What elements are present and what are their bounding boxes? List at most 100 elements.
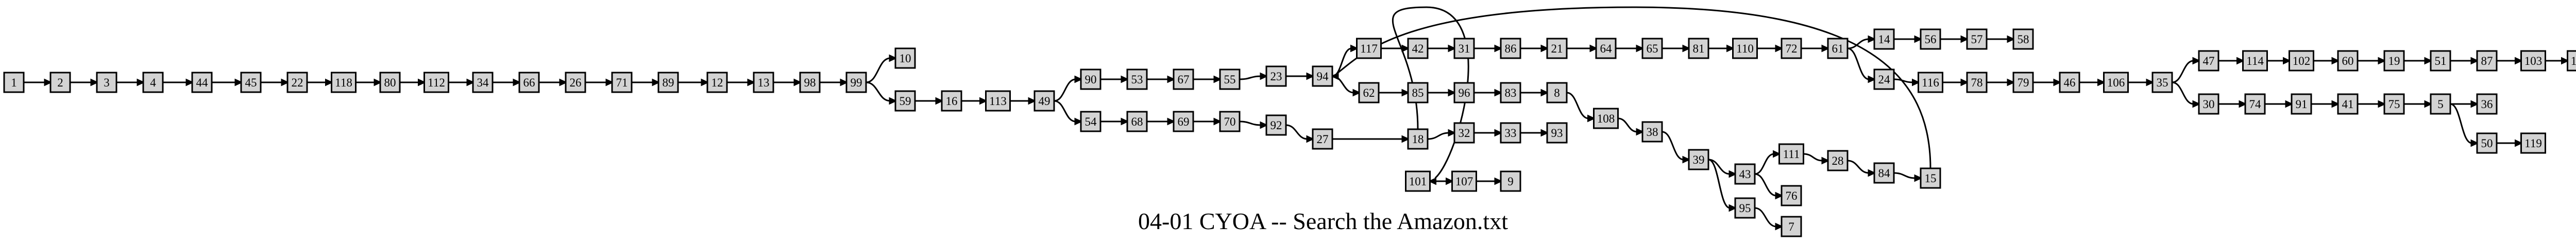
node-28[interactable]: 28	[1827, 150, 1849, 171]
node-30[interactable]: 30	[2198, 93, 2219, 115]
node-55[interactable]: 55	[1219, 68, 1241, 90]
node-10[interactable]: 10	[894, 47, 916, 69]
node-103[interactable]: 103	[2520, 50, 2546, 72]
node-21[interactable]: 21	[1546, 38, 1568, 59]
node-49[interactable]: 49	[1033, 90, 1055, 112]
node-27[interactable]: 27	[1312, 128, 1333, 150]
node-39[interactable]: 39	[1688, 149, 1709, 170]
node-41[interactable]: 41	[2337, 93, 2359, 115]
node-61[interactable]: 61	[1827, 38, 1849, 59]
node-74[interactable]: 74	[2244, 93, 2266, 115]
node-107[interactable]: 107	[1451, 170, 1477, 192]
node-113[interactable]: 113	[985, 90, 1011, 112]
node-51[interactable]: 51	[2430, 50, 2451, 72]
node-8[interactable]: 8	[1546, 82, 1568, 103]
node-59[interactable]: 59	[894, 90, 916, 112]
node-13[interactable]: 13	[753, 72, 774, 93]
node-114[interactable]: 114	[2242, 50, 2268, 72]
node-43[interactable]: 43	[1734, 163, 1756, 185]
node-104[interactable]: 104	[2567, 50, 2576, 72]
node-84[interactable]: 84	[1873, 162, 1895, 184]
node-118[interactable]: 118	[331, 72, 357, 93]
node-80[interactable]: 80	[379, 72, 401, 93]
node-79[interactable]: 79	[2012, 72, 2034, 93]
node-9[interactable]: 9	[1500, 170, 1521, 192]
node-75[interactable]: 75	[2383, 93, 2405, 115]
node-67[interactable]: 67	[1173, 68, 1194, 90]
node-36[interactable]: 36	[2476, 93, 2498, 115]
node-3[interactable]: 3	[96, 72, 117, 93]
node-15[interactable]: 15	[1920, 167, 1941, 189]
node-18[interactable]: 18	[1407, 128, 1429, 150]
node-14[interactable]: 14	[1873, 28, 1895, 50]
node-116[interactable]: 116	[1918, 72, 1943, 93]
node-5[interactable]: 5	[2430, 93, 2451, 115]
node-85[interactable]: 85	[1407, 82, 1429, 103]
node-91[interactable]: 91	[2291, 93, 2312, 115]
node-112[interactable]: 112	[423, 72, 449, 93]
node-94[interactable]: 94	[1312, 65, 1333, 87]
node-22[interactable]: 22	[286, 72, 308, 93]
node-4[interactable]: 4	[142, 72, 164, 93]
node-31[interactable]: 31	[1453, 38, 1475, 59]
node-50[interactable]: 50	[2476, 132, 2498, 154]
node-78[interactable]: 78	[1966, 72, 1988, 93]
node-33[interactable]: 33	[1500, 122, 1521, 144]
node-60[interactable]: 60	[2337, 50, 2359, 72]
node-57[interactable]: 57	[1966, 28, 1988, 50]
node-38[interactable]: 38	[1641, 121, 1663, 143]
node-35[interactable]: 35	[2151, 72, 2173, 93]
node-86[interactable]: 86	[1500, 38, 1521, 59]
node-90[interactable]: 90	[1080, 68, 1101, 90]
node-46[interactable]: 46	[2059, 72, 2080, 93]
node-69[interactable]: 69	[1173, 111, 1194, 132]
node-54[interactable]: 54	[1080, 111, 1101, 132]
node-110[interactable]: 110	[1732, 38, 1758, 59]
node-108[interactable]: 108	[1593, 108, 1619, 129]
node-12[interactable]: 12	[706, 72, 728, 93]
node-58[interactable]: 58	[2012, 28, 2034, 50]
node-65[interactable]: 65	[1641, 38, 1663, 59]
node-66[interactable]: 66	[518, 72, 540, 93]
node-62[interactable]: 62	[1358, 82, 1380, 103]
node-box	[3, 72, 25, 93]
node-23[interactable]: 23	[1265, 65, 1287, 87]
node-98[interactable]: 98	[799, 72, 821, 93]
node-47[interactable]: 47	[2198, 50, 2219, 72]
node-101[interactable]: 101	[1405, 170, 1431, 192]
node-99[interactable]: 99	[845, 72, 867, 93]
node-117[interactable]: 117	[1356, 38, 1382, 59]
node-53[interactable]: 53	[1126, 68, 1148, 90]
node-70[interactable]: 70	[1219, 111, 1241, 132]
node-32[interactable]: 32	[1453, 122, 1475, 144]
node-119[interactable]: 119	[2520, 132, 2546, 154]
node-24[interactable]: 24	[1873, 68, 1895, 90]
node-96[interactable]: 96	[1453, 82, 1475, 103]
node-26[interactable]: 26	[565, 72, 586, 93]
node-7[interactable]: 7	[1781, 216, 1802, 237]
node-16[interactable]: 16	[941, 90, 962, 112]
node-2[interactable]: 2	[49, 72, 71, 93]
node-89[interactable]: 89	[657, 72, 679, 93]
node-68[interactable]: 68	[1126, 111, 1148, 132]
node-95[interactable]: 95	[1734, 197, 1756, 219]
node-1[interactable]: 1	[3, 72, 25, 93]
node-106[interactable]: 106	[2103, 72, 2129, 93]
node-111[interactable]: 111	[1778, 143, 1804, 165]
node-34[interactable]: 34	[472, 72, 494, 93]
node-92[interactable]: 92	[1265, 114, 1287, 136]
node-72[interactable]: 72	[1781, 38, 1802, 59]
node-102[interactable]: 102	[2289, 50, 2314, 72]
node-81[interactable]: 81	[1688, 38, 1709, 59]
node-19[interactable]: 19	[2383, 50, 2405, 72]
node-56[interactable]: 56	[1920, 28, 1941, 50]
node-71[interactable]: 71	[611, 72, 633, 93]
node-76[interactable]: 76	[1781, 185, 1802, 206]
node-45[interactable]: 45	[240, 72, 262, 93]
node-44[interactable]: 44	[191, 72, 213, 93]
node-42[interactable]: 42	[1407, 38, 1429, 59]
node-93[interactable]: 93	[1546, 122, 1568, 144]
node-64[interactable]: 64	[1595, 38, 1617, 59]
node-83[interactable]: 83	[1500, 82, 1521, 103]
node-87[interactable]: 87	[2476, 50, 2498, 72]
